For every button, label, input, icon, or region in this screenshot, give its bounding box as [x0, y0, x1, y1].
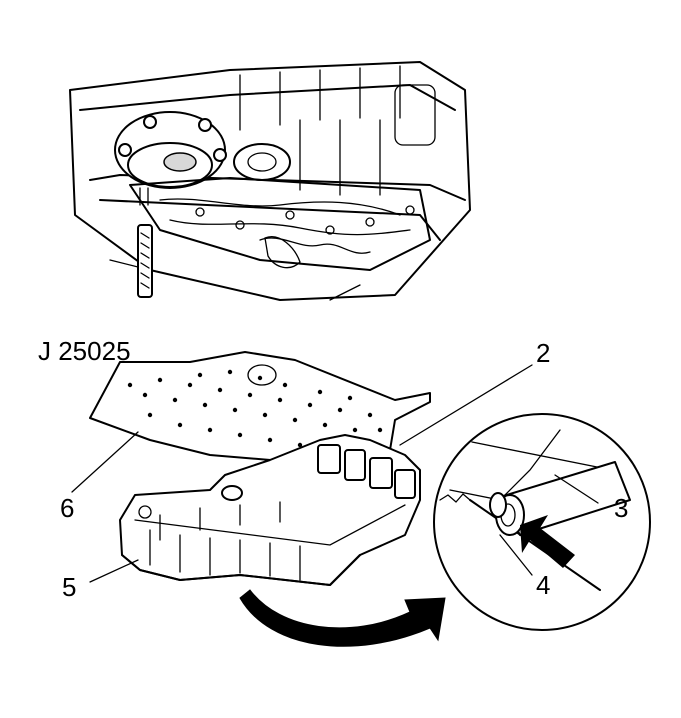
leader-lines [71, 364, 599, 583]
flip-direction-arrow-icon [239, 589, 446, 647]
detail-view-illustration [433, 413, 651, 631]
callout-2: 2 [536, 338, 550, 368]
transmission-case-illustration [69, 61, 471, 301]
tool-label: J 25025 [38, 336, 131, 366]
valve-body-illustration [119, 434, 421, 586]
callout-4: 4 [536, 570, 550, 600]
insertion-arrow-icon [520, 515, 575, 568]
callout-6: 6 [60, 493, 74, 523]
callout-5: 5 [62, 572, 76, 602]
callout-3: 3 [614, 493, 628, 523]
